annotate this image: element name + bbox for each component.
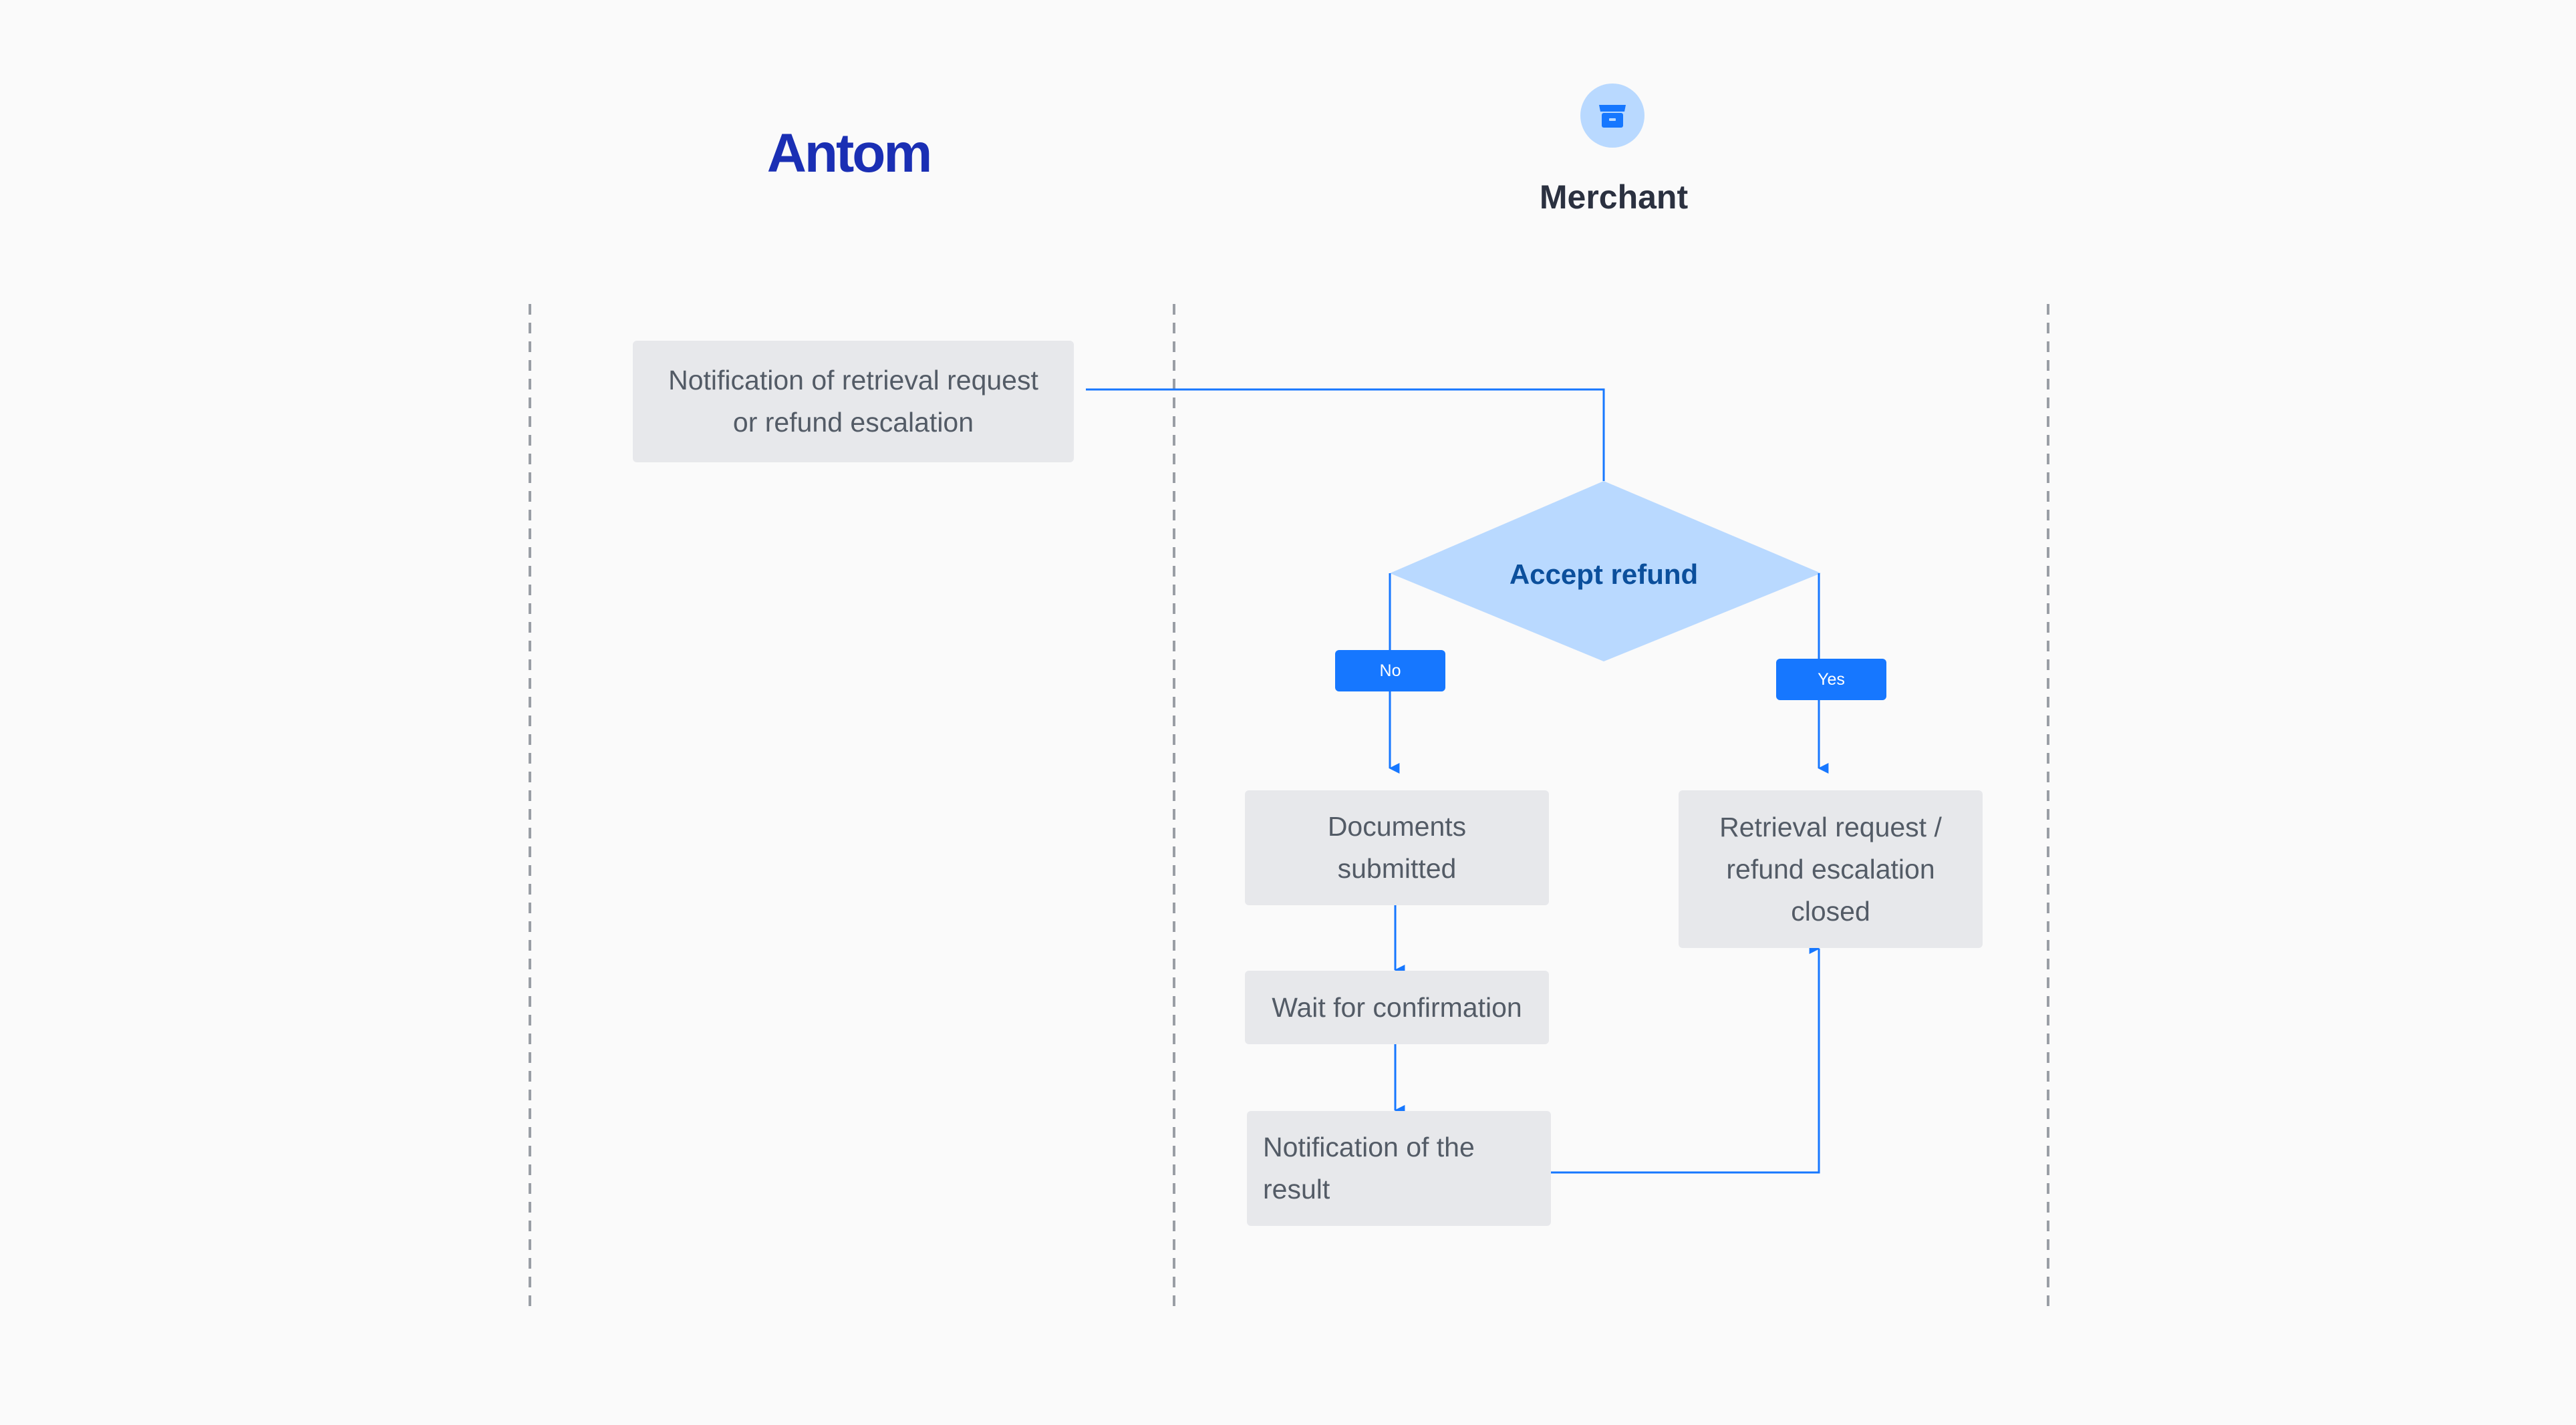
node-notification-request-label: Notification of retrieval request or ref… (668, 365, 1038, 438)
node-documents-submitted-label: Documents submitted (1327, 811, 1467, 884)
branch-no-label: No (1335, 650, 1445, 691)
antom-logo-text: Antom (766, 123, 933, 184)
node-request-closed: Retrieval request / refund escalation cl… (1679, 790, 1983, 948)
node-notification-request: Notification of retrieval request or ref… (633, 341, 1074, 462)
decision-accept-refund-label: Accept refund (1509, 559, 1699, 590)
branch-yes-label: Yes (1776, 659, 1886, 700)
merchant-avatar (1580, 84, 1644, 148)
store-icon (1599, 105, 1626, 128)
node-notification-result-label: Notification of the result (1263, 1132, 1475, 1205)
decision-diamond (1390, 481, 1821, 661)
connector-notification-to-decision (1086, 388, 1605, 481)
node-documents-submitted: Documents submitted (1245, 790, 1549, 905)
connector-result-to-closed (1550, 943, 1820, 1174)
antom-logo: Antom (755, 123, 942, 184)
node-wait-confirmation: Wait for confirmation (1245, 971, 1549, 1044)
node-notification-result: Notification of the result (1247, 1111, 1551, 1226)
node-request-closed-label: Retrieval request / refund escalation cl… (1719, 811, 1942, 927)
merchant-lane-title: Merchant (1539, 178, 1689, 216)
node-wait-confirmation-label: Wait for confirmation (1272, 991, 1522, 1023)
